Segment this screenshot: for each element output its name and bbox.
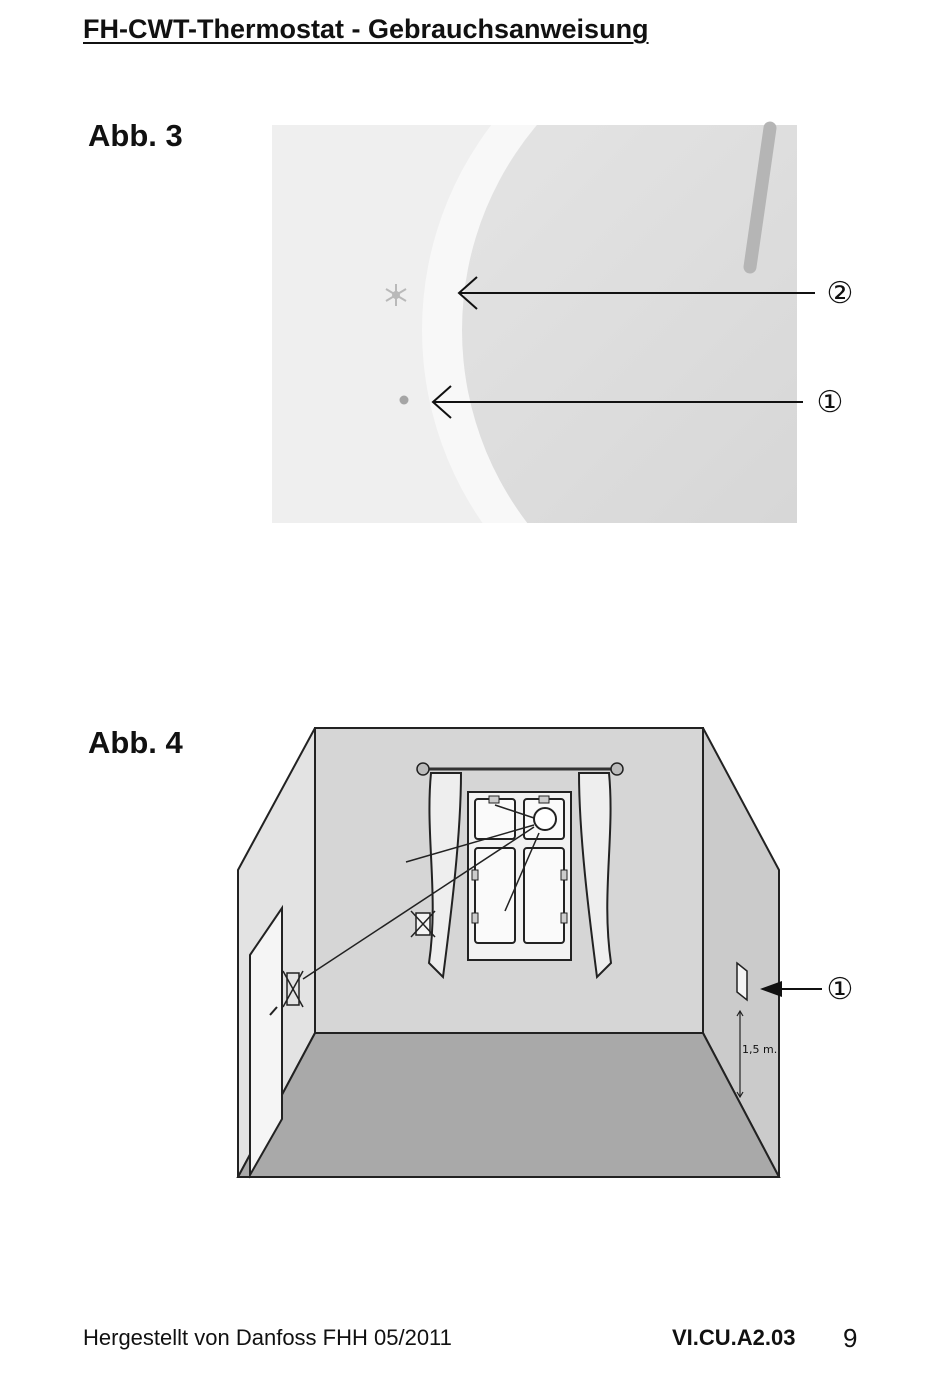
page-title: FH-CWT-Thermostat - Gebrauchsanweisung [83,14,649,44]
room-placement-illustration: 1,5 m. ① [236,727,854,1179]
figure-3-label: Abb. 3 [88,118,183,153]
heat-source-icon [533,807,557,831]
thermostat-icon [736,961,748,1002]
curtain-icon [427,772,463,980]
door-icon [249,904,283,1179]
dial-pointer [743,121,777,274]
callout-arrowhead [760,981,782,997]
callout-number-1: ① [827,972,854,1007]
callout-number-2: ② [827,276,854,311]
figure-4: 1,5 m. ① [225,715,875,1195]
snowflake-icon [385,284,407,306]
callout-arrow-1 [431,385,803,419]
height-label: 1,5 m. [742,1043,777,1056]
led-dot-icon [399,395,409,405]
figure-3: ② ① [240,110,880,540]
page-number: 9 [843,1323,858,1353]
door-handle [269,1006,278,1016]
callout-arrow-2 [457,276,815,310]
floor [236,1032,781,1178]
figure-4-label: Abb. 4 [88,725,183,760]
document-reference: VI.CU.A2.03 [672,1325,796,1350]
dial-face [462,125,797,523]
crossed-out-icon [410,910,436,938]
manufacturer-note: Hergestellt von Danfoss FHH 05/2011 [83,1325,452,1350]
curtain-icon [577,772,613,980]
crossed-out-icon [282,970,304,1008]
height-marker [736,1009,744,1099]
thermostat-closeup-illustration: ② ① [272,121,854,523]
sight-lines [302,804,540,980]
callout-number-1: ① [817,385,844,420]
